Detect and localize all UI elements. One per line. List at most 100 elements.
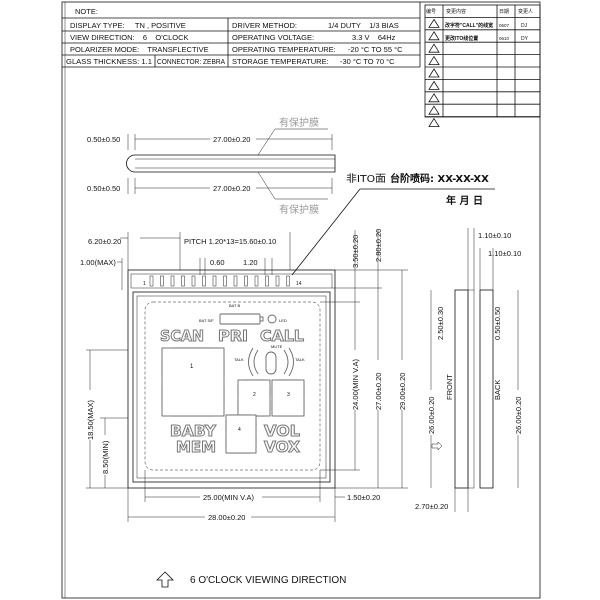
rev-header-no: 编号 [426, 8, 436, 15]
digit-label-3: 3 [287, 392, 290, 398]
front-view: 1 14 BAT B BAT S/F LED SCAN PRI CALL TAL… [80, 229, 408, 522]
connector-pin [160, 275, 164, 287]
seg-vox: VOX [264, 438, 300, 456]
side-dim-length-top: 27.00±0.20 [213, 135, 250, 144]
seven-segment-digit-3 [271, 379, 305, 417]
seg-vol: VOL [264, 422, 300, 440]
note-storage-temp-label: STORAGE TEMPERATURE: [232, 57, 329, 66]
rev-header-by: 变更人 [518, 8, 533, 15]
seven-segment-digit-1 [161, 347, 225, 417]
revision-triangle-icon [428, 105, 440, 115]
rev-row-by: DJ [521, 23, 528, 29]
front-label: FRONT [445, 374, 454, 400]
seg-pri: PRI [218, 327, 248, 345]
pin-last-label: 14 [296, 281, 302, 287]
connector-pin [223, 275, 227, 287]
note-driver-method-label: DRIVER METHOD: [232, 21, 297, 30]
connector-pin [212, 275, 217, 287]
revision-triangle-icon [428, 93, 440, 103]
revision-triangle-icon [428, 68, 440, 78]
dim-glass-height-1: 27.00±0.20 [374, 373, 383, 410]
dim-right-margin: 1.50±0.20 [347, 493, 380, 502]
note-connector: CONNECTOR: ZEBRA [157, 57, 225, 66]
side-dim-left-top: 0.50±0.50 [87, 135, 120, 144]
seg-bat-sf: BAT S/F [199, 318, 214, 323]
note-glass-thickness: GLASS THICKNESS: 1.1 [66, 57, 152, 66]
signal-waves-icon [248, 347, 294, 377]
dim-pitch: PITCH 1.20*13=15.60±0.10 [184, 237, 276, 246]
direction-arrow-icon [431, 441, 443, 451]
back-label: BACK [493, 380, 502, 400]
connector-pin [170, 275, 175, 287]
rev-row-content: 更改ITO线位置 [445, 35, 478, 42]
seg-talk-right: TALK [295, 357, 305, 362]
dim-top-offset-1: 3.50±0.20 [351, 235, 360, 268]
connector-pin [181, 275, 185, 287]
note-storage-temp-value: -30 °C TO 70 °C [340, 57, 395, 66]
seg-talk-left: TALK [234, 357, 244, 362]
protective-film-label-bottom: 有保护膜 [279, 203, 319, 216]
dim-pin-width: 0.60 [210, 258, 225, 267]
dim-va-width: 25.00(MIN V.A) [203, 493, 254, 502]
marking-note: 非ITO面 台阶喷码: XX-XX-XX 年 月 日 [291, 172, 495, 276]
connector-pin [275, 275, 280, 287]
connector-pin [191, 275, 196, 287]
rev-header-content: 变更内容 [446, 8, 466, 15]
seg-led: LED [279, 318, 287, 323]
digit-label-1: 1 [190, 364, 194, 370]
dim-pin-offset: 6.20±0.20 [88, 237, 121, 246]
rev-row-date: 0607 [499, 23, 510, 28]
connector-pin [244, 275, 248, 287]
revision-triangle-icon [428, 18, 440, 28]
dim-top-offset-2: 2.80±0.20 [374, 229, 383, 262]
dim-glass-width: 28.00±0.20 [208, 513, 245, 522]
dim-glass-height-2: 29.00±0.20 [398, 373, 407, 410]
note-voltage-label: OPERATING VOLTAGE: [232, 33, 314, 42]
rev-row-date: 0610 [499, 36, 510, 41]
seg-baby: BABY [170, 422, 217, 440]
seg-mem: MEM [176, 438, 216, 456]
revision-triangle-icon [428, 31, 440, 41]
edge-dim-bottom: 2.70±0.20 [415, 502, 448, 511]
drawing-frame [61, 1, 541, 599]
side-view: 0.50±0.50 0.50±0.50 27.00±0.20 27.00±0.2… [87, 116, 336, 216]
note-display-type: DISPLAY TYPE: TN , POSITIVE [70, 21, 186, 30]
dim-pin-pitch: 1.20 [243, 258, 258, 267]
note-op-temp-label: OPERATING TEMPERATURE: [232, 45, 336, 54]
connector-pin [286, 275, 290, 287]
edge-dim-top-1: 1.10±0.10 [478, 231, 511, 240]
connector-pin [254, 275, 259, 287]
rev-row-by: DY [521, 36, 529, 42]
connector-pin [265, 275, 269, 287]
notes-title: NOTE: [75, 7, 98, 16]
digit-label-4: 4 [238, 427, 241, 433]
seg-scan: SCAN [160, 327, 204, 345]
marking-code: 台阶喷码: XX-XX-XX [390, 172, 489, 185]
seven-segment-digit-2 [237, 379, 271, 417]
edge-dim-front-offset: 2.50±0.30 [436, 307, 445, 340]
dim-height-min: 8.50(MIN) [101, 440, 110, 474]
marking-date: 年 月 日 [446, 194, 483, 207]
microphone-icon [265, 351, 277, 375]
seven-segment-digit-4 [225, 414, 257, 454]
note-polarizer-mode: POLARIZER MODE: TRANSFLECTIVE [70, 45, 209, 54]
note-view-direction: VIEW DIRECTION: 6 O'CLOCK [70, 33, 189, 42]
note-driver-method-value: 1/4 DUTY 1/3 BIAS [328, 21, 399, 30]
note-op-temp-value: -20 °C TO 55 °C [348, 45, 403, 54]
seg-mute: MUTE [271, 344, 283, 349]
connector-pin [233, 275, 238, 287]
edge-views: 1.10±0.10 1.10±0.10 2.50±0.30 0.50±0.50 … [415, 228, 523, 512]
viewing-direction-arrow-icon [156, 571, 174, 588]
seg-bat-b: BAT B [229, 303, 241, 308]
edge-dim-back-length: 26.00±0.20 [514, 397, 523, 434]
notes-table: NOTE: DISPLAY TYPE: TN , POSITIVE VIEW D… [62, 2, 421, 68]
side-dim-left-bottom: 0.50±0.50 [87, 184, 120, 193]
edge-dim-front-length: 26.00±0.20 [427, 397, 436, 434]
connector-pin [202, 275, 206, 287]
side-dim-length-bottom: 27.00±0.20 [213, 184, 250, 193]
rev-header-date: 日期 [499, 9, 509, 15]
revision-triangle-icon [428, 55, 440, 65]
dim-va-height: 24.00(MIN V.A) [351, 359, 360, 410]
rev-row-content: 改字符"CALL"的线宽 [445, 22, 493, 29]
